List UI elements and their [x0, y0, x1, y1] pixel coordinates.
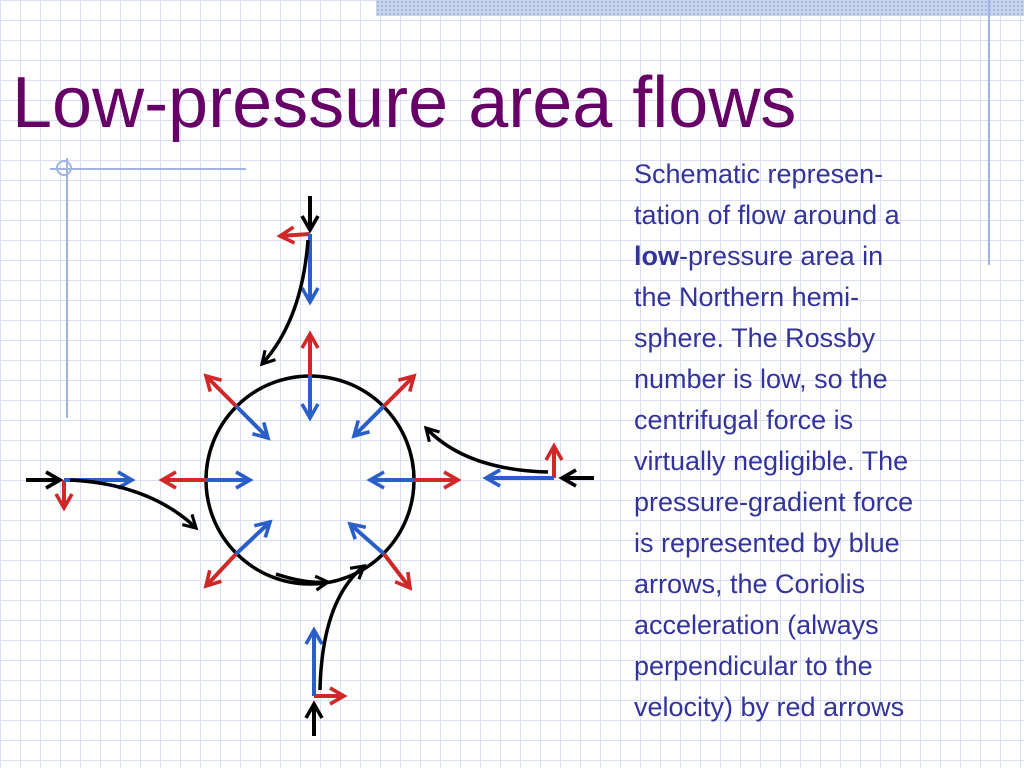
description-text-segment: velocity) by red arrows: [634, 692, 905, 722]
pressure-gradient-arrow: [234, 519, 273, 556]
pressure-gradient-arrow: [351, 404, 386, 439]
description-text-segment: perpendicular to the: [634, 651, 873, 681]
flow-arrow: [69, 478, 199, 531]
coriolis-arrow: [203, 373, 238, 408]
description-line: arrows, the Coriolis: [634, 564, 1004, 605]
description-text-segment: centrifugal force is: [634, 405, 854, 435]
description-line: acceleration (always: [634, 605, 1004, 646]
description-line: Schematic represen-: [634, 154, 1004, 195]
description-text-segment: virtually negligible. The: [634, 446, 909, 476]
decor-line-vertical: [66, 158, 68, 418]
description-line: the Northern hemi-: [634, 277, 1004, 318]
description-line: low-pressure area in: [634, 236, 1004, 277]
coriolis-arrow: [382, 552, 413, 591]
description-text-segment: is represented by blue: [634, 528, 900, 558]
coriolis-arrow: [382, 373, 417, 408]
pressure-gradient-arrow: [347, 521, 386, 556]
pressure-gradient-arrow: [234, 404, 271, 441]
coriolis-arrow: [276, 225, 311, 245]
decor-circle-mark: [56, 160, 72, 176]
description-text-segment: Schematic represen-: [634, 159, 884, 189]
description-line: is represented by blue: [634, 523, 1004, 564]
description-text-segment: -pressure area in: [679, 241, 884, 271]
description-line: centrifugal force is: [634, 400, 1004, 441]
description-line: velocity) by red arrows: [634, 687, 1004, 728]
description-bold-term: low: [634, 241, 679, 271]
description-text-segment: pressure-gradient force: [634, 487, 914, 517]
slide-title: Low-pressure area flows: [12, 63, 797, 143]
description-line: number is low, so the: [634, 359, 1004, 400]
description-line: virtually negligible. The: [634, 441, 1004, 482]
coriolis-arrow: [203, 552, 238, 589]
description-line: perpendicular to the: [634, 646, 1004, 687]
flow-arrow: [318, 564, 367, 691]
decor-line-right: [988, 0, 990, 265]
description-line: sphere. The Rossby: [634, 318, 1004, 359]
description-text-segment: tation of flow around a: [634, 200, 900, 230]
description-text-segment: sphere. The Rossby: [634, 323, 876, 353]
description-text-segment: number is low, so the: [634, 364, 888, 394]
decor-line-horizontal: [50, 168, 246, 170]
description-text-segment: acceleration (always: [634, 610, 879, 640]
flow-arrow: [423, 425, 549, 474]
flow-arrow: [275, 572, 332, 592]
description-text-segment: arrows, the Coriolis: [634, 569, 866, 599]
description-line: tation of flow around a: [634, 195, 1004, 236]
description-line: pressure-gradient force: [634, 482, 1004, 523]
description-text-segment: the Northern hemi-: [634, 282, 860, 312]
description-text: Schematic represen-tation of flow around…: [634, 154, 1004, 728]
top-decor-band: [376, 0, 1024, 16]
flow-arrow: [259, 239, 310, 367]
